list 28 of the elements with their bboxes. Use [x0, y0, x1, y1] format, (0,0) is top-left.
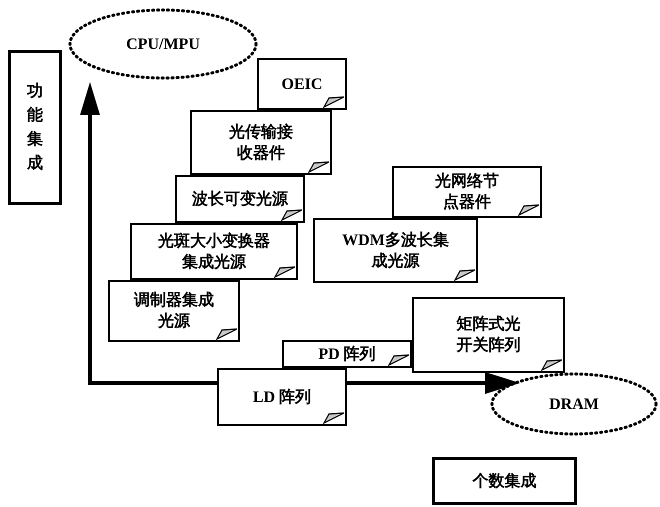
- node-text: 光网络节点器件: [434, 172, 500, 213]
- node-text: OEIC: [282, 74, 322, 94]
- node-text: PD 阵列: [318, 344, 376, 364]
- document-box: [257, 58, 347, 110]
- document-box: [392, 166, 542, 218]
- document-box: [190, 110, 332, 175]
- node-text: 光传输接收器件: [228, 122, 294, 164]
- axis-title-box: [8, 50, 62, 205]
- axis-title-box: [432, 457, 577, 505]
- document-box: [282, 340, 412, 368]
- node-text: 功能集成: [26, 82, 44, 174]
- document-box: [175, 175, 305, 223]
- node-text: DRAM: [549, 394, 599, 414]
- dotted-ellipse: [68, 8, 258, 80]
- dotted-ellipse: [490, 372, 658, 436]
- document-box: [217, 368, 347, 426]
- node-text: LD 阵列: [252, 388, 312, 408]
- document-box: [108, 280, 240, 342]
- node-text: 矩阵式光开关阵列: [455, 314, 522, 356]
- document-box: [412, 297, 565, 373]
- node-text: 个数集成: [472, 472, 536, 492]
- document-box: [130, 223, 298, 280]
- node-text: 调制器集成光源: [132, 290, 215, 332]
- node-text: 波长可变光源: [192, 189, 288, 210]
- node-text: CPU/MPU: [126, 34, 200, 54]
- node-text: 光斑大小变换器集成光源: [156, 231, 271, 272]
- document-box: [313, 218, 478, 283]
- node-text: WDM多波长集成光源: [341, 230, 450, 272]
